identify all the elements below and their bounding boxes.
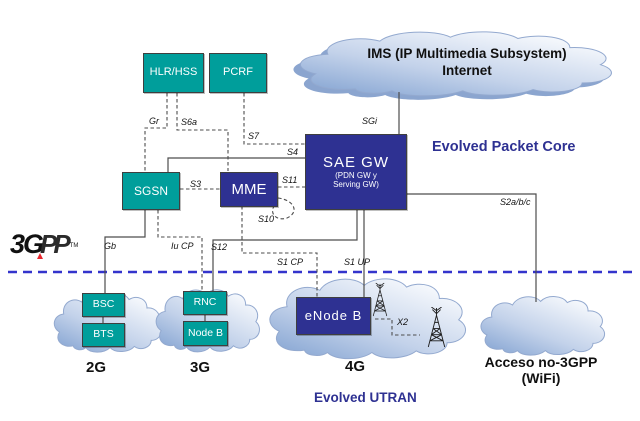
iface-s12: S12: [211, 242, 228, 252]
iface-s6a: S6a: [181, 117, 198, 127]
link-s4: [167, 157, 305, 172]
iface-s3: S3: [190, 179, 202, 189]
node-mme: MME: [220, 172, 278, 207]
link-s7: [243, 93, 305, 145]
iface-x2: X2: [397, 317, 409, 327]
iface-s1-cp: S1 CP: [277, 257, 304, 267]
link-gb: [104, 210, 146, 293]
label-non-3gpp: Acceso no-3GPP (WiFi): [468, 354, 614, 386]
node-sgsn: SGSN: [122, 172, 180, 210]
link-s2abc: [407, 193, 537, 302]
ims-cloud-text: IMS (IP Multimedia Subsystem) Internet: [347, 45, 587, 79]
non-3gpp-line1: Acceso no-3GPP: [484, 354, 598, 370]
label-3g: 3G: [190, 359, 211, 376]
label-evolved-utran: Evolved UTRAN: [314, 390, 417, 405]
node-enode-b: eNode B: [296, 297, 371, 335]
node-node-b: Node B: [183, 321, 228, 346]
link-s6a: [176, 93, 229, 171]
link-gr: [144, 93, 168, 172]
sae-gw-subtitle-1: (PDN GW y: [335, 170, 377, 180]
iface-gr: Gr: [149, 116, 159, 126]
iface-s1-up: S1 UP: [344, 257, 371, 267]
node-sae-gw: SAE GW (PDN GW y Serving GW): [305, 134, 407, 210]
ims-line2: Internet: [442, 63, 492, 78]
link-s1cp: [241, 206, 318, 297]
non-3gpp-line2: (WiFi): [521, 370, 561, 386]
link-x2: [375, 318, 420, 336]
link-iucp: [157, 210, 203, 291]
iface-iu-cp: Iu CP: [171, 241, 194, 251]
iface-s4: S4: [287, 147, 299, 157]
iface-sgi: SGi: [362, 116, 378, 126]
dashed-links: [144, 93, 420, 336]
iface-s2abc: S2a/b/c: [500, 197, 531, 207]
link-s12: [212, 210, 358, 291]
node-pcrf: PCRF: [209, 53, 267, 93]
logo-pp-text: PP: [40, 229, 71, 259]
iface-s7: S7: [248, 131, 260, 141]
node-rnc: RNC: [183, 291, 227, 315]
node-bsc: BSC: [82, 293, 125, 317]
iface-s11: S11: [282, 175, 298, 185]
link-s10: [272, 197, 295, 220]
logo-red-mark: [37, 253, 43, 259]
cloud-wifi: [480, 296, 605, 356]
sae-gw-title: SAE GW: [322, 154, 389, 172]
label-4g: 4G: [345, 358, 366, 375]
ims-line1: IMS (IP Multimedia Subsystem): [367, 46, 567, 61]
node-bts: BTS: [82, 323, 125, 347]
label-2g: 2G: [86, 359, 107, 376]
logo-tm-mark: TM: [69, 242, 79, 249]
solid-links: [102, 92, 537, 323]
iface-gb: Gb: [104, 241, 117, 251]
label-evolved-packet-core: Evolved Packet Core: [432, 139, 576, 155]
sae-gw-subtitle-2: Serving GW): [333, 179, 379, 189]
iface-s10: S10: [258, 214, 275, 224]
node-hlr-hss: HLR/HSS: [143, 53, 204, 93]
